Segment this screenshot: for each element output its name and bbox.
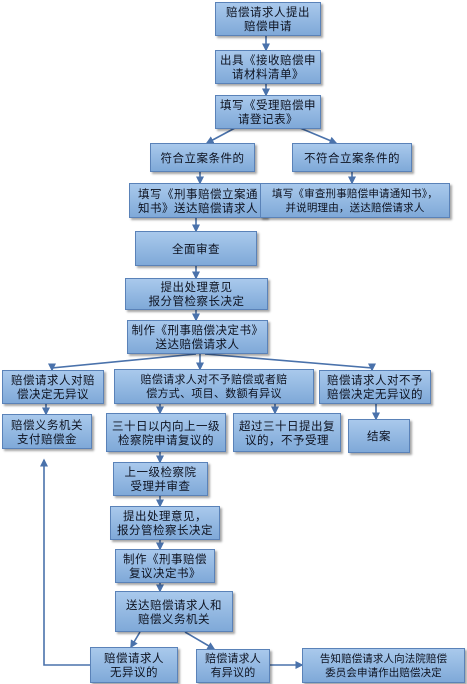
- node-label: 三十日以内向上一级 检察院申请复议的: [112, 418, 220, 447]
- node-label: 赔偿请求人提出 赔偿申请: [226, 5, 310, 33]
- node-label: 出具《接收赔偿申 请材料清单》: [220, 53, 316, 81]
- node-n7: 填写《审查刑事赔偿申请通知书》， 并说明理由，送达赔偿请求人: [260, 183, 450, 218]
- node-n21: 送达赔偿请求人和 赔偿义务机关: [115, 591, 233, 632]
- node-n6: 填写《刑事赔偿立案通 知书》送达赔偿请求人: [129, 183, 267, 218]
- node-label: 填写《审查刑事赔偿申请通知书》， 并说明理由，送达赔偿请求人: [272, 187, 438, 214]
- node-label: 提出处理意见 报分管检察长决定: [148, 280, 245, 308]
- branch-n10-right: [204, 353, 376, 372]
- node-n14: 赔偿义务机关 支付赔偿金: [2, 414, 92, 449]
- node-n13: 赔偿请求人对不予 赔偿决定无异议的: [319, 370, 431, 404]
- node-n22: 赔偿请求人 无异议的: [90, 647, 178, 683]
- node-label: 送达赔偿请求人和 赔偿义务机关: [126, 597, 222, 626]
- node-label: 结案: [367, 429, 391, 443]
- arrow-n3-n5: [299, 127, 338, 145]
- arrow-n3-n4: [205, 127, 236, 144]
- node-label: 全面审查: [172, 241, 220, 256]
- node-n1: 赔偿请求人提出 赔偿申请: [215, 2, 321, 36]
- node-n8: 全面审查: [135, 231, 257, 266]
- node-n4: 符合立案条件的: [150, 143, 255, 172]
- node-label: 填写《刑事赔偿立案通 知书》送达赔偿请求人: [138, 186, 258, 215]
- node-n11: 赔偿请求人对赔 偿决定无异议: [2, 370, 104, 404]
- node-label: 告知赔偿请求人向法院赔偿 委员会申请作出赔偿决定: [319, 652, 448, 679]
- node-n19: 提出处理意见， 报分管检察长决定: [110, 506, 220, 540]
- node-label: 不符合立案条件的: [304, 150, 400, 165]
- node-n16: 超过三十日提出复 议的，不予受理: [233, 413, 341, 452]
- arrow-n21-n23: [184, 631, 216, 650]
- node-label: 提出处理意见， 报分管检察长决定: [117, 509, 213, 537]
- node-label: 赔偿请求人 无异议的: [104, 651, 164, 679]
- node-label: 符合立案条件的: [160, 150, 245, 165]
- node-n24: 告知赔偿请求人向法院赔偿 委员会申请作出赔偿决定: [302, 648, 465, 683]
- node-n12: 赔偿请求人对不予赔偿或者赔 偿方式、项目、数额有异议: [114, 369, 314, 404]
- node-label: 上一级检察院 受理并审查: [124, 465, 197, 493]
- node-n20: 制作《刑事赔偿 复议决定书》: [115, 549, 215, 583]
- node-label: 赔偿请求人 有异议的: [205, 652, 261, 679]
- node-label: 赔偿请求人对不予赔偿或者赔 偿方式、项目、数额有异议: [140, 372, 288, 400]
- branch-n10-left: [48, 353, 197, 372]
- node-n2: 出具《接收赔偿申 请材料清单》: [215, 50, 321, 84]
- node-label: 制作《刑事赔偿决定书》 送达赔偿请求人: [131, 323, 264, 351]
- node-n17: 结案: [348, 419, 410, 453]
- node-n3: 填写《受理赔偿申 请登记表》: [215, 95, 321, 129]
- node-label: 填写《受理赔偿申 请登记表》: [220, 98, 316, 126]
- node-n5: 不符合立案条件的: [292, 143, 412, 172]
- node-label: 赔偿义务机关 支付赔偿金: [11, 417, 83, 446]
- node-label: 制作《刑事赔偿 复议决定书》: [123, 552, 207, 580]
- node-n23: 赔偿请求人 有异议的: [196, 649, 270, 683]
- node-n10: 制作《刑事赔偿决定书》 送达赔偿请求人: [127, 320, 268, 354]
- node-label: 赔偿请求人对不予 赔偿决定无异议的: [327, 373, 423, 401]
- arrow-n21-n22: [130, 631, 141, 649]
- node-n9: 提出处理意见 报分管检察长决定: [125, 278, 268, 310]
- node-label: 赔偿请求人对赔 偿决定无异议: [11, 373, 95, 401]
- node-label: 超过三十日提出复 议的，不予受理: [239, 418, 335, 447]
- arrow-n22-n14: [40, 458, 90, 666]
- node-n18: 上一级检察院 受理并审查: [113, 462, 208, 496]
- node-n15: 三十日以内向上一级 检察院申请复议的: [106, 413, 226, 452]
